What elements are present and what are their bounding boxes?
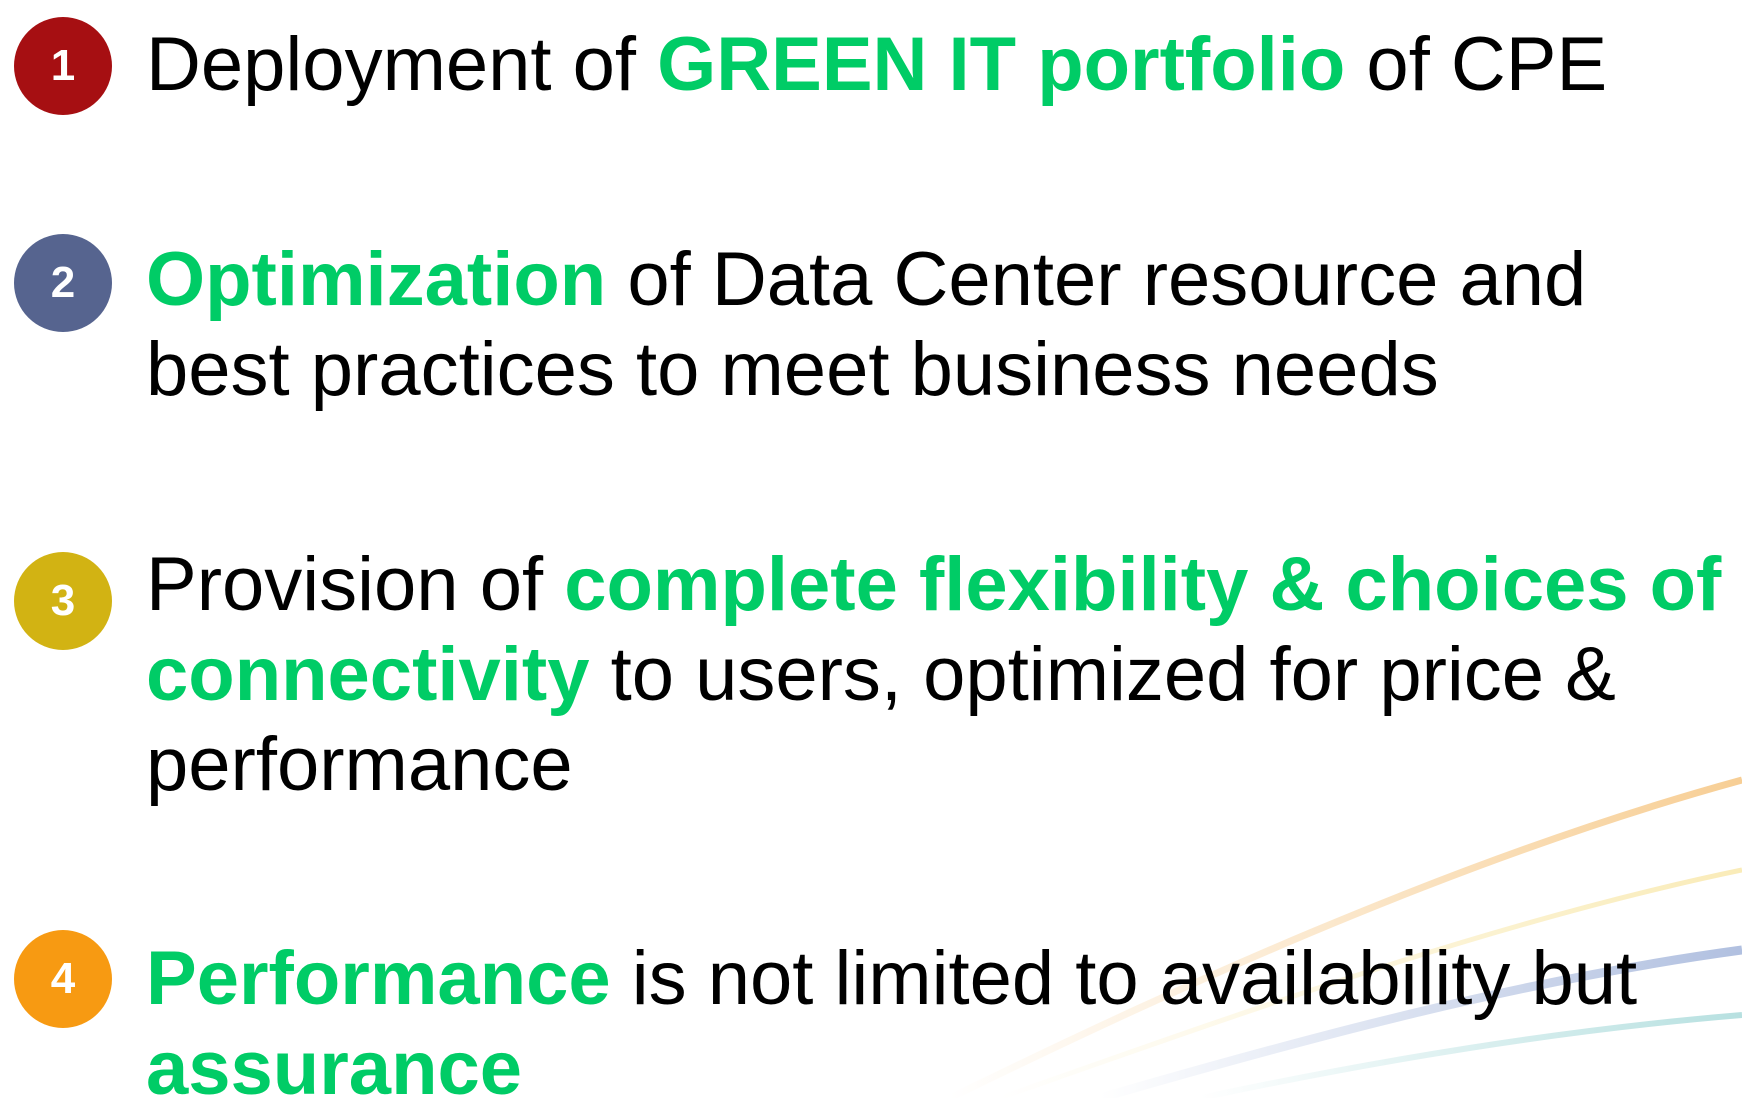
item-4-seg-3: assurance — [146, 1026, 523, 1111]
item-text-1: Deployment of GREEN IT portfolio of CPE — [146, 20, 1736, 110]
item-1-seg-2: GREEN IT portfolio — [657, 22, 1346, 107]
number-badge-1: 1 — [14, 17, 112, 115]
item-3-seg-3: to users, optimized for price & performa… — [146, 632, 1616, 807]
item-4-seg-2: is not limited to availability but — [610, 936, 1638, 1021]
item-text-2: Optimization of Data Center resource and… — [146, 235, 1736, 415]
item-4-seg-1: Performance — [146, 936, 611, 1021]
item-3-seg-2: complete flexibility & choices of connec… — [146, 542, 1722, 717]
number-badge-4: 4 — [14, 930, 112, 1028]
item-text-4: Performance is not limited to availabili… — [146, 934, 1736, 1114]
number-badge-3: 3 — [14, 552, 112, 650]
item-1-seg-3: of CPE — [1345, 22, 1608, 107]
item-2-seg-1: Optimization — [146, 237, 607, 322]
item-3-seg-1: Provision of — [146, 542, 565, 627]
item-2-seg-2: of Data Center resource and best practic… — [146, 237, 1587, 412]
number-badge-2: 2 — [14, 234, 112, 332]
item-1-seg-1: Deployment of — [146, 22, 658, 107]
item-text-3: Provision of complete flexibility & choi… — [146, 540, 1736, 810]
